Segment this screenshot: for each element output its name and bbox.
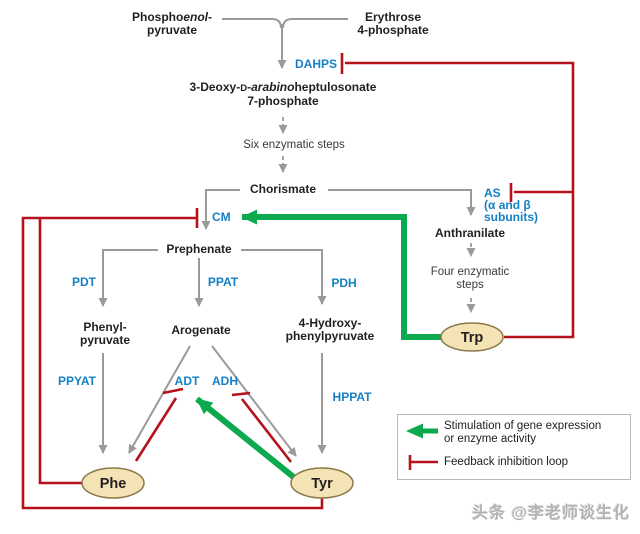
label-four-enzymatic-steps: Four enzymatic steps [430, 266, 510, 291]
red-loop-phe-to-cm [38, 219, 84, 485]
enzyme-ppyat: PPYAT [57, 374, 97, 388]
node-4-hydroxyphenylpyruvate: 4-Hydroxy- phenylpyruvate [285, 316, 375, 343]
enzyme-ppat: PPAT [207, 275, 239, 289]
legend-green-arrow-head [406, 423, 423, 439]
enzyme-as: AS (α and β subunits) [484, 186, 538, 224]
enzyme-pdt: PDT [72, 275, 96, 289]
product-phe: Phe [99, 476, 127, 492]
node-prephenate: Prephenate [166, 242, 232, 256]
arrow-arogenate-to-phe [128, 345, 191, 454]
product-tyr: Tyr [311, 476, 333, 492]
green-arrow-trp-to-cm [241, 209, 442, 340]
trp-oval [440, 322, 504, 352]
legend-feedback-label: Feedback inhibition loop [444, 456, 569, 468]
tyr-oval [290, 467, 354, 499]
node-anthranilate: Anthranilate [434, 226, 506, 240]
node-erythrose-4-phosphate: Erythrose 4-phosphate [357, 10, 429, 37]
legend-stimulation-label: Stimulation of gene expression or enzyme… [444, 420, 602, 445]
red-line-phe-to-adt [134, 397, 178, 462]
enzyme-adt: ADT [174, 374, 200, 388]
node-dahp: 3-Deoxy-D-arabinoheptulosonate 7-phospha… [189, 80, 377, 108]
enzyme-cm: CM [212, 210, 231, 224]
green-arrow-tyr-to-adt [195, 396, 298, 482]
red-line-tyr-to-adh [240, 398, 293, 463]
node-phosphoenolpyruvate: Phosphoenol- pyruvate [132, 10, 212, 37]
enzyme-hppat: HPPAT [332, 390, 372, 404]
legend-box [397, 414, 631, 480]
enzyme-pdh: PDH [331, 276, 357, 290]
legend-red-tbar [408, 455, 438, 470]
arrow-prephenate-to-pdt [98, 249, 158, 307]
phe-oval [81, 467, 145, 499]
arrow-pep-e4p-to-dahp [222, 18, 348, 68]
node-phenylpyruvate: Phenyl- pyruvate [79, 320, 131, 347]
node-arogenate: Arogenate [171, 323, 231, 337]
legend-glyphs [406, 423, 438, 470]
red-crossbar-adh [231, 391, 251, 397]
label-six-enzymatic-steps: Six enzymatic steps [243, 139, 345, 151]
arrow-chorismate-to-as [328, 189, 476, 216]
enzyme-adh: ADH [212, 374, 238, 388]
watermark: 头条 @李老师谈生化 [472, 505, 631, 522]
node-chorismate: Chorismate [249, 182, 317, 196]
enzyme-dahps: DAHPS [295, 57, 338, 71]
arrow-arogenate-to-tyr [211, 345, 297, 457]
arrow-chorismate-to-cm [201, 189, 240, 230]
red-loop-tyr-to-cm [21, 216, 324, 510]
red-crossbar-adt [162, 387, 184, 395]
arrow-prephenate-to-pdh [241, 249, 327, 305]
red-loop-trp-to-dahps [345, 61, 575, 339]
product-trp: Trp [460, 330, 484, 346]
